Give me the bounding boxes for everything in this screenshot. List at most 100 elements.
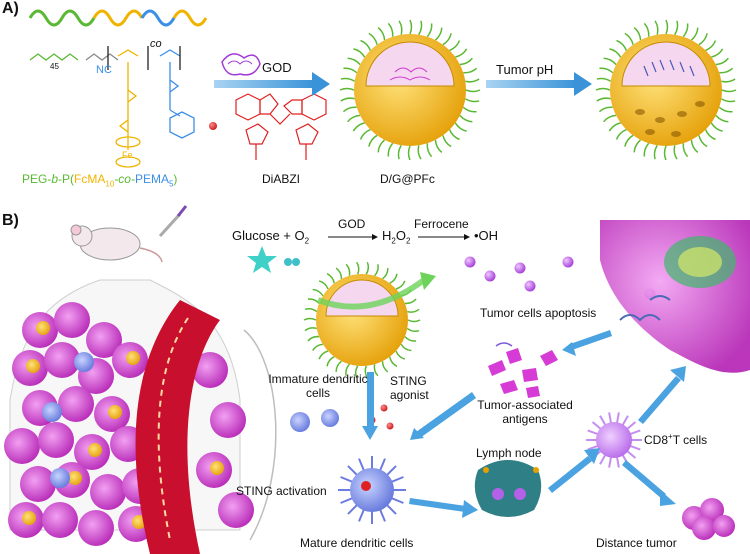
tumor-cell <box>218 492 254 528</box>
cd8-t-cell <box>586 412 642 468</box>
immune-cell <box>74 352 94 372</box>
peg-strand <box>715 114 729 123</box>
structure-sub-label: 45 <box>50 62 59 71</box>
peg-strand <box>365 261 370 275</box>
peg-strand <box>596 77 612 82</box>
peg-strand <box>400 343 412 352</box>
mature-dc-label: Mature dendritic cells <box>300 536 414 550</box>
distance-tumor-label: Distance tumor <box>596 536 677 550</box>
h2o2-o: O <box>395 228 406 243</box>
nanoparticle-dot <box>132 515 146 529</box>
panel-a-label: A) <box>2 0 19 17</box>
peg-strand <box>673 145 678 160</box>
peg-strand <box>340 77 356 82</box>
cell-dendrite <box>625 449 637 459</box>
peg-strand <box>418 20 423 36</box>
lymph-node-label: Lymph node <box>476 446 542 460</box>
cell-dendrite <box>591 421 603 431</box>
peg-strand <box>426 23 433 38</box>
peg-strand <box>654 20 659 35</box>
peg-strand <box>704 129 716 141</box>
h2o2-sub1: 2 <box>391 236 396 246</box>
peg-strand <box>465 89 481 93</box>
cell-dendrite <box>378 458 386 472</box>
peg-strand <box>382 268 389 280</box>
nanoparticle-dot <box>126 351 140 365</box>
peg-strand <box>342 106 357 113</box>
nanoparticle-dot <box>210 461 224 475</box>
peg-strand <box>404 298 417 305</box>
cell-dendrite <box>347 503 359 515</box>
sting-agonist-label: STING agonist <box>390 374 429 402</box>
nanoparticle-in-tumor <box>303 261 436 379</box>
cell-dendrite <box>587 444 600 451</box>
peg-strand <box>449 40 461 52</box>
peg-strand <box>459 114 473 123</box>
nanoparticle-dot <box>108 405 122 419</box>
peg-strand <box>608 122 621 132</box>
peg-strand <box>318 280 329 290</box>
tumor-antigens-label: Tumor-associated antigens <box>477 398 573 426</box>
peg-strand <box>720 98 736 103</box>
peg-strand <box>665 19 669 35</box>
peg-strand <box>434 139 443 153</box>
oh-radical-dot <box>464 256 476 268</box>
tumor-cell <box>4 428 40 464</box>
cell-dendrite <box>385 465 397 477</box>
peg-strand <box>352 122 365 132</box>
reaction-god: GOD <box>338 217 366 231</box>
peg-strand <box>718 106 733 113</box>
peg-strand <box>353 48 366 58</box>
peg-strand <box>388 356 398 367</box>
diabzi-structure <box>235 93 327 160</box>
tumor-tissue <box>4 302 254 546</box>
reaction-glucose: Glucose + O2 <box>232 228 309 246</box>
cd8-label: CD8+T cells <box>644 432 707 447</box>
cell-dendrite <box>628 429 641 436</box>
oh-radical-dot <box>514 262 526 274</box>
peg-strand <box>387 22 394 37</box>
cd8-text: CD8 <box>644 433 669 447</box>
sting-activation-label: STING activation <box>236 484 327 498</box>
cell-dendrite <box>358 508 366 522</box>
peg-strand <box>312 343 323 351</box>
peg-strand <box>624 32 634 45</box>
peg-strand <box>340 97 355 102</box>
peg-strand <box>303 317 317 321</box>
lymph-node-icon <box>474 460 542 517</box>
structure-fe-label: Fe <box>122 150 133 160</box>
sting-agonist-dot <box>209 122 217 130</box>
nanoparticle-dot <box>22 511 36 525</box>
peg-strand <box>690 139 699 153</box>
polymer-pema-sub: 5 <box>168 179 174 189</box>
cell-dendrite <box>628 444 641 451</box>
oh-radical-dot <box>484 270 496 282</box>
peg-strand <box>389 273 398 284</box>
mouse-illustration <box>70 205 188 263</box>
peg-strand <box>335 360 342 372</box>
nanoparticle-intact <box>339 19 481 161</box>
nanoparticle-dot <box>68 471 82 485</box>
tumor-cell <box>58 386 94 422</box>
peg-strand <box>643 142 650 157</box>
cell-dendrite <box>390 496 404 504</box>
polymer-name: PEG-b-P(FcMA10-co-PEMA5) <box>22 172 177 188</box>
arrow-god-to-np <box>214 72 330 96</box>
peg-strand <box>345 263 351 276</box>
peg-strand <box>398 20 403 35</box>
arrow-tumor-ph <box>486 72 592 96</box>
peg-strand <box>354 365 359 379</box>
peg-strand <box>304 308 318 313</box>
peg-strand <box>698 33 708 46</box>
god-payload-icon <box>389 67 431 81</box>
peg-strand <box>465 78 480 83</box>
polymer-co-text: -co- <box>114 172 135 186</box>
nanoparticle-porous <box>595 19 737 161</box>
reaction-oh: •OH <box>474 228 499 243</box>
peg-strand <box>397 144 402 160</box>
immune-cell <box>50 468 70 488</box>
oh-radical-dot <box>562 256 574 268</box>
cell-dendrite <box>599 415 607 427</box>
tumor-cell <box>210 402 246 438</box>
peg-strand <box>459 57 473 66</box>
